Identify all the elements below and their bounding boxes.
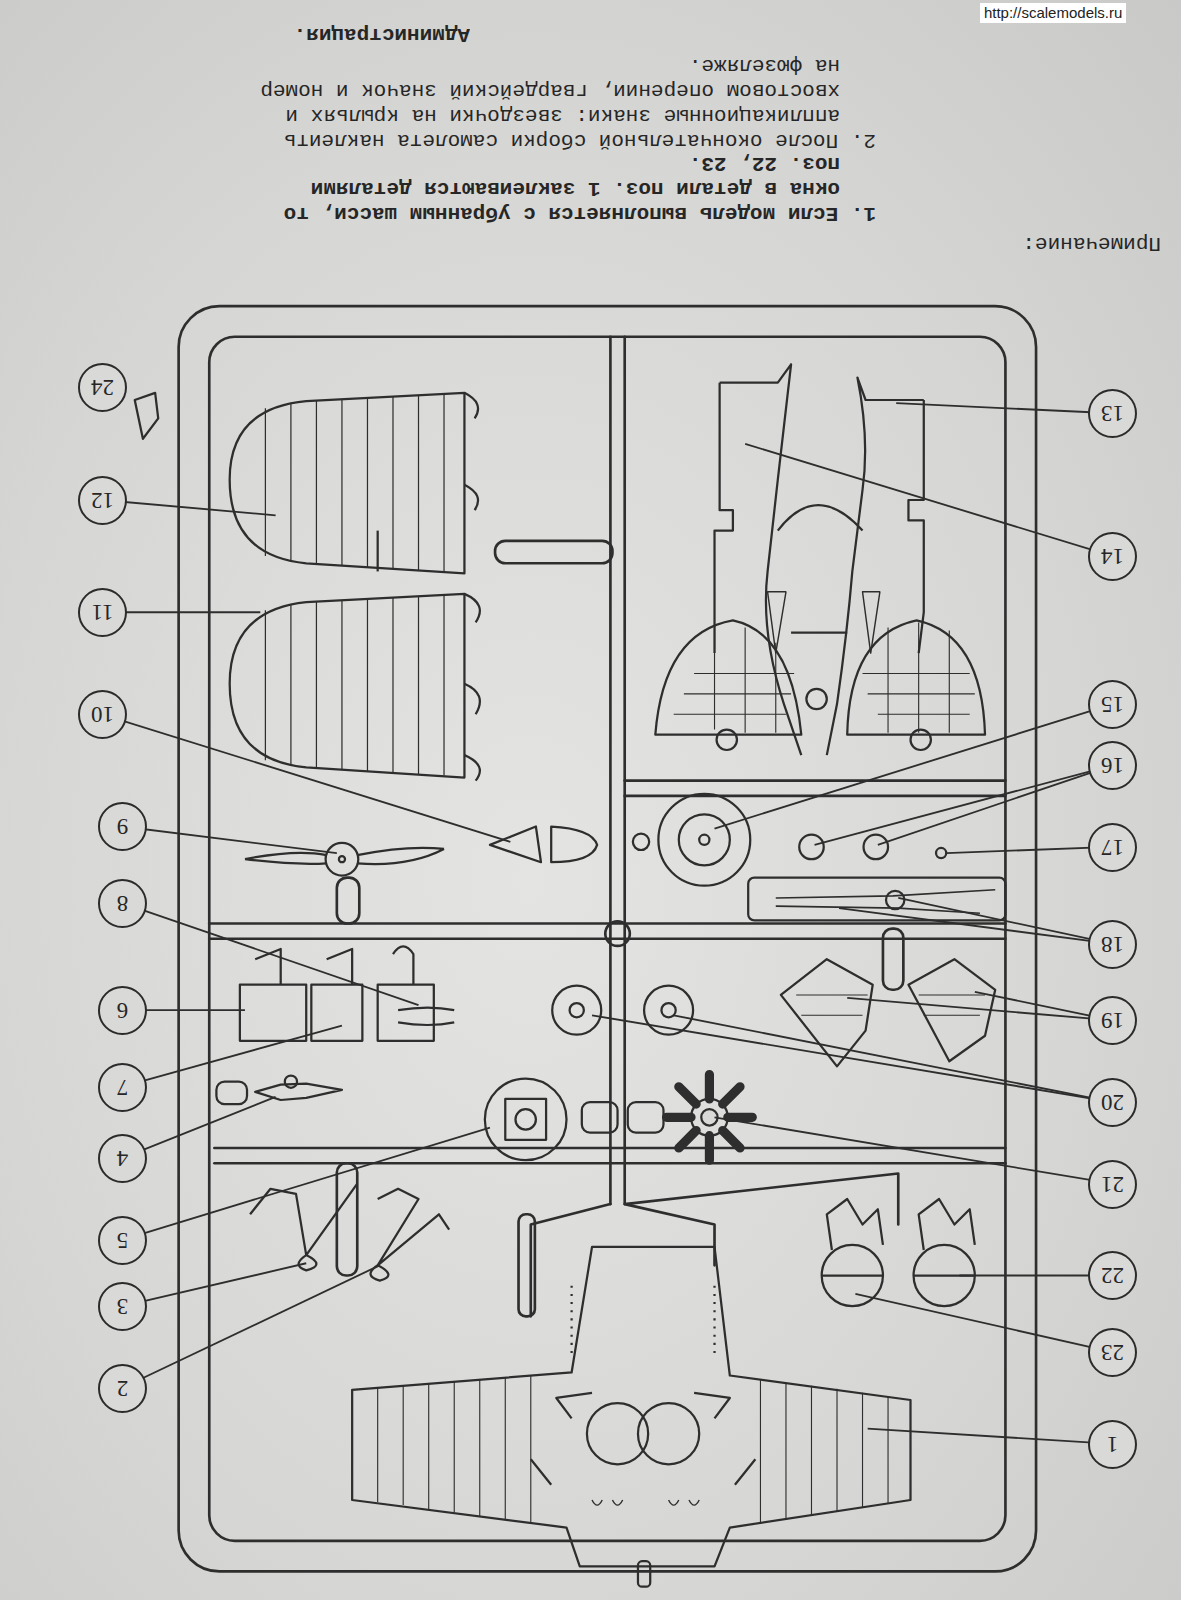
callout-circle: 19 bbox=[1088, 996, 1137, 1045]
note-heading: Примечание: bbox=[1021, 231, 1161, 256]
callout-number: 8 bbox=[117, 892, 129, 915]
callout-number: 3 bbox=[117, 1295, 129, 1318]
note-item: 1. Если модель выполняется с убранным ша… bbox=[255, 151, 876, 226]
callout-number: 17 bbox=[1101, 836, 1124, 859]
callout-number: 7 bbox=[117, 1076, 129, 1099]
callout-number: 5 bbox=[117, 1229, 129, 1252]
callout-number: 1 bbox=[1107, 1433, 1119, 1456]
callout-circle: 17 bbox=[1088, 823, 1137, 872]
watermark: http://scalemodels.ru bbox=[980, 3, 1126, 23]
callout-circle: 5 bbox=[98, 1216, 147, 1265]
callout-number: 22 bbox=[1101, 1264, 1124, 1287]
callout-circle: 12 bbox=[78, 476, 127, 525]
callout-circle: 21 bbox=[1088, 1160, 1137, 1209]
callout-circle: 8 bbox=[98, 879, 147, 928]
note-signature: Администрация. bbox=[255, 22, 470, 47]
callout-circle: 22 bbox=[1088, 1251, 1137, 1300]
callout-circle: 14 bbox=[1088, 532, 1137, 581]
callout-number: 24 bbox=[91, 376, 114, 399]
callout-number: 19 bbox=[1101, 1009, 1124, 1032]
callout-circle: 15 bbox=[1088, 680, 1137, 729]
kit-parts bbox=[135, 364, 1006, 1586]
callout-number: 14 bbox=[1101, 545, 1124, 568]
callout-number: 10 bbox=[91, 703, 114, 726]
callout-circle: 23 bbox=[1088, 1328, 1137, 1377]
callout-number: 21 bbox=[1101, 1173, 1124, 1196]
callout-circle: 4 bbox=[98, 1134, 147, 1183]
callout-circle: 10 bbox=[78, 690, 127, 739]
callout-circle: 2 bbox=[98, 1364, 147, 1413]
sprue-frame bbox=[179, 306, 1036, 1571]
callout-circle: 9 bbox=[98, 802, 147, 851]
callout-circle: 24 bbox=[78, 363, 127, 412]
callout-circle: 1 bbox=[1088, 1420, 1137, 1469]
callout-circle: 7 bbox=[98, 1063, 147, 1112]
callout-number: 20 bbox=[1101, 1091, 1124, 1114]
callout-number: 4 bbox=[117, 1147, 129, 1170]
callout-circle: 18 bbox=[1088, 920, 1137, 969]
callout-circle: 3 bbox=[98, 1282, 147, 1331]
callout-number: 9 bbox=[117, 815, 129, 838]
callout-number: 15 bbox=[1101, 693, 1124, 716]
leader-lines bbox=[102, 403, 1113, 1444]
callout-number: 16 bbox=[1101, 754, 1124, 777]
callout-circle: 16 bbox=[1088, 741, 1137, 790]
callout-circle: 6 bbox=[98, 986, 147, 1035]
callout-number: 13 bbox=[1101, 402, 1124, 425]
callout-number: 23 bbox=[1101, 1341, 1124, 1364]
callout-number: 2 bbox=[117, 1377, 129, 1400]
callout-circle: 13 bbox=[1088, 389, 1137, 438]
callout-number: 18 bbox=[1101, 933, 1124, 956]
callout-circle: 11 bbox=[78, 588, 127, 637]
callout-number: 11 bbox=[91, 601, 113, 624]
callout-circle: 20 bbox=[1088, 1078, 1137, 1127]
note-item: 2. После окончательной сборки самолета н… bbox=[255, 53, 876, 153]
callout-number: 6 bbox=[117, 999, 129, 1022]
callout-number: 12 bbox=[91, 489, 114, 512]
